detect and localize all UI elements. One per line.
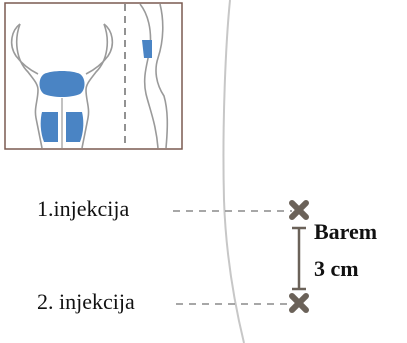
abdomen-zone (40, 71, 85, 97)
injection-marker-1 (292, 203, 306, 217)
distance-label-line-2: 3 cm (314, 256, 359, 282)
left-thigh-zone (41, 112, 58, 142)
second-injection-label: 2. injekcija (37, 289, 135, 315)
distance-label-line-1: Barem (314, 219, 377, 245)
body-contour (223, 0, 244, 343)
injection-marker-2 (292, 296, 306, 310)
right-thigh-zone (66, 112, 83, 142)
first-injection-label: 1.injekcija (37, 196, 129, 222)
distance-bracket (292, 228, 306, 289)
